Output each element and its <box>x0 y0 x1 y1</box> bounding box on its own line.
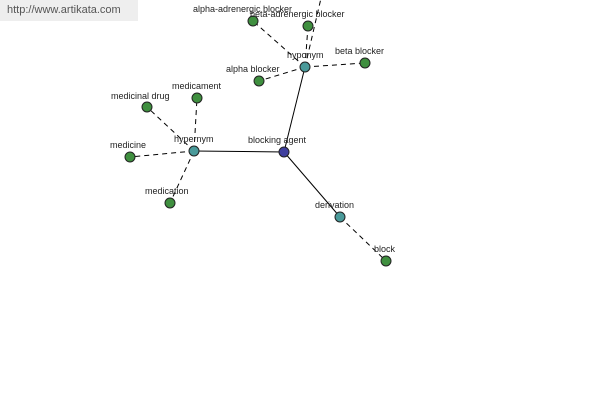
node-beta-adrenergic-blocker[interactable]: beta-adrenergic blocker <box>250 9 345 32</box>
node-medicament[interactable]: medicament <box>172 81 222 104</box>
edge-hypernym-to-medicinal-drug <box>146 106 195 152</box>
edge-hyponym-to-offscreen-top <box>304 0 322 68</box>
node-hyponym[interactable]: hyponym <box>287 50 324 73</box>
edge-derivation-to-block <box>339 216 387 262</box>
node-dot-root[interactable] <box>278 146 290 158</box>
node-alpha-adrenergic-blocker[interactable]: alpha-adrenergic blocker <box>193 4 292 27</box>
edge-root-to-derivation <box>283 151 341 218</box>
node-medicine[interactable]: medicine <box>110 140 146 163</box>
node-label-medicament: medicament <box>172 81 222 91</box>
node-label-medication: medication <box>145 186 189 196</box>
node-label-root: blocking agent <box>248 135 307 145</box>
node-layer: blocking agent hypernym hyponym derivation m… <box>110 4 396 267</box>
node-dot-hyponym[interactable] <box>299 61 311 73</box>
node-label-beta-adrenergic-blocker: beta-adrenergic blocker <box>250 9 345 19</box>
edge-hypernym-to-medicine <box>129 150 195 158</box>
node-hypernym[interactable]: hypernym <box>174 134 214 157</box>
node-alpha-blocker[interactable]: alpha blocker <box>226 64 280 87</box>
node-dot-medicine[interactable] <box>124 151 136 163</box>
node-dot-hypernym[interactable] <box>188 145 200 157</box>
node-beta-blocker[interactable]: beta blocker <box>335 46 384 69</box>
edge-hyponym-to-alpha-adrenergic-blocker <box>252 20 306 68</box>
node-dot-alpha-blocker[interactable] <box>253 75 265 87</box>
node-dot-alpha-adrenergic-blocker[interactable] <box>247 15 259 27</box>
node-block[interactable]: block <box>374 244 396 267</box>
node-label-beta-blocker: beta blocker <box>335 46 384 56</box>
node-label-derivation: derivation <box>315 200 354 210</box>
edge-layer <box>129 0 387 262</box>
node-dot-medicament[interactable] <box>191 92 203 104</box>
node-derivation[interactable]: derivation <box>315 200 354 223</box>
node-dot-beta-adrenergic-blocker[interactable] <box>302 20 314 32</box>
node-label-hypernym: hypernym <box>174 134 214 144</box>
node-dot-medicinal-drug[interactable] <box>141 101 153 113</box>
node-label-medicine: medicine <box>110 140 146 150</box>
watermark-url: http://www.artikata.com <box>0 0 138 21</box>
edge-hyponym-to-alpha-blocker <box>258 66 306 82</box>
node-dot-block[interactable] <box>380 255 392 267</box>
node-label-hyponym: hyponym <box>287 50 324 60</box>
edge-hyponym-to-beta-adrenergic-blocker <box>304 25 309 68</box>
node-label-alpha-adrenergic-blocker: alpha-adrenergic blocker <box>193 4 292 14</box>
node-dot-beta-blocker[interactable] <box>359 57 371 69</box>
node-label-medicinal-drug: medicinal drug <box>111 91 170 101</box>
edge-root-to-hyponym <box>283 66 306 153</box>
edge-hyponym-to-beta-blocker <box>304 62 366 68</box>
node-label-block: block <box>374 244 396 254</box>
edge-hypernym-to-medication <box>169 150 195 204</box>
node-medicinal-drug[interactable]: medicinal drug <box>111 91 170 113</box>
node-medication[interactable]: medication <box>145 186 189 209</box>
node-label-alpha-blocker: alpha blocker <box>226 64 280 74</box>
node-dot-medication[interactable] <box>164 197 176 209</box>
node-root[interactable]: blocking agent <box>248 135 307 158</box>
edge-root-to-hypernym <box>193 150 285 153</box>
node-dot-derivation[interactable] <box>334 211 346 223</box>
